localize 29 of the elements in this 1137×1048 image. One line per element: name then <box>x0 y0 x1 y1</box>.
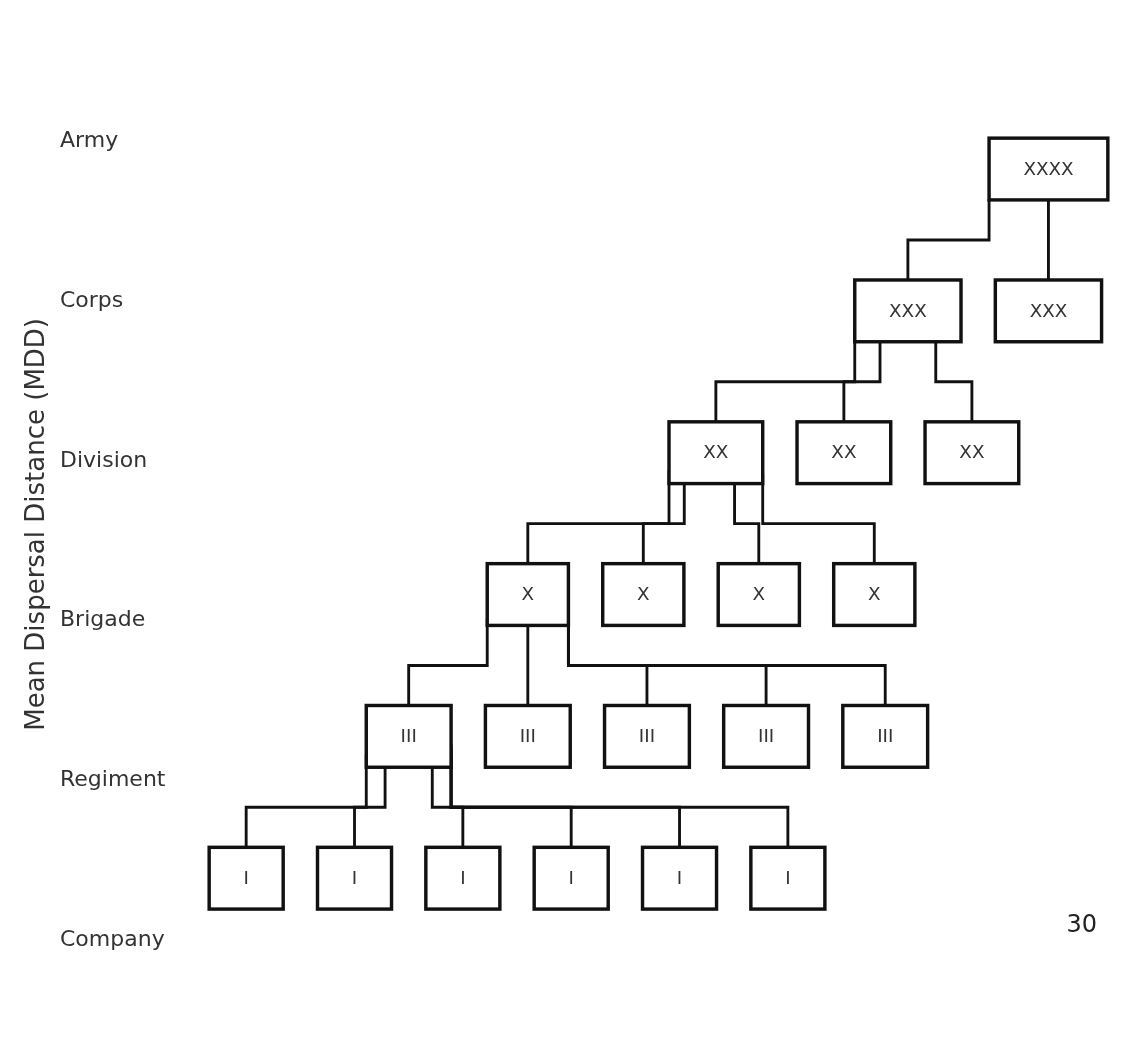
node-box: I <box>315 845 394 912</box>
level-label: Army <box>60 127 120 153</box>
node-box: XX <box>667 420 765 486</box>
node-box: XXXX <box>987 136 1110 202</box>
node-box: X <box>716 562 802 628</box>
node-box: III <box>721 704 811 770</box>
node-box: I <box>424 845 502 912</box>
node-box: X <box>485 562 571 628</box>
node-box: III <box>364 704 453 770</box>
node-box: I <box>749 845 827 912</box>
node-box: XX <box>795 420 893 486</box>
node-box: X <box>601 562 686 628</box>
node-box: X <box>832 562 917 628</box>
node-box: XX <box>923 420 1021 486</box>
axis-title: Mean Dispersal Distance (MDD) <box>20 317 50 731</box>
node-box: III <box>841 704 930 770</box>
level-label: Division <box>60 446 149 472</box>
node-box: XXX <box>853 278 963 344</box>
level-label: Corps <box>60 287 125 312</box>
node-box: III <box>602 704 692 770</box>
level-label: Company <box>60 925 166 951</box>
level-label: Brigade <box>60 606 147 632</box>
level-label: Regiment <box>60 765 167 791</box>
node-box: XXX <box>993 278 1104 344</box>
node-box: III <box>483 704 572 770</box>
scale-number: 30 <box>1066 910 1097 938</box>
node-box: I <box>532 845 610 912</box>
node-box: I <box>640 845 719 912</box>
node-box: I <box>207 845 285 912</box>
